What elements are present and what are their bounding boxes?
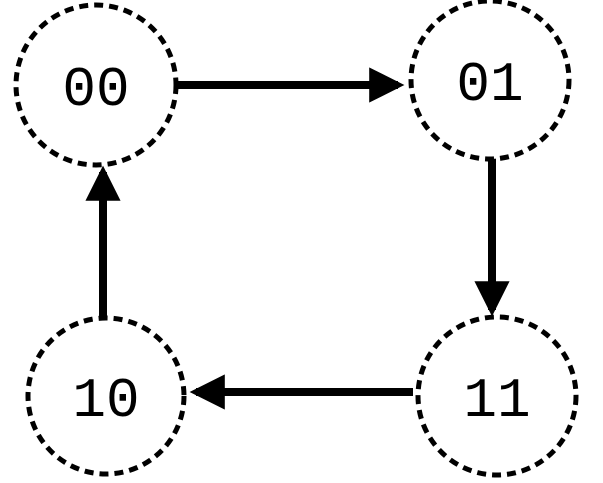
state-node-00: 00: [13, 2, 179, 168]
state-node-11: 11: [415, 314, 579, 478]
state-node-10-circle: [25, 315, 187, 477]
state-node-00-circle: [13, 2, 179, 168]
state-node-11-circle: [415, 314, 579, 478]
state-node-00-label: 00: [62, 58, 129, 122]
state-node-01-circle: [408, 0, 572, 162]
state-node-01: 01: [408, 0, 572, 162]
state-node-11-label: 11: [463, 369, 530, 433]
state-node-10-label: 10: [72, 369, 139, 433]
state-node-10: 10: [25, 315, 187, 477]
state-node-01-label: 01: [456, 53, 523, 117]
